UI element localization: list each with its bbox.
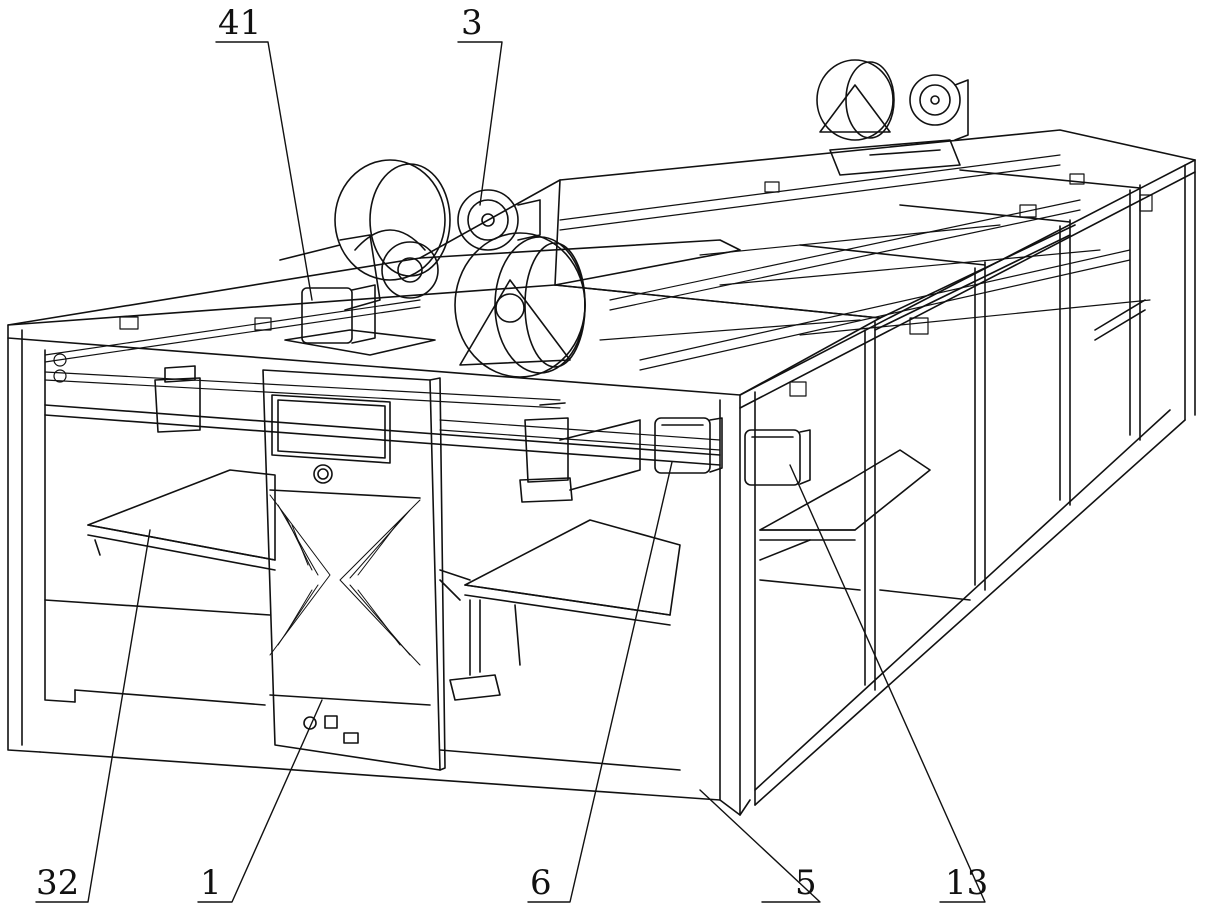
callout-32: 32 xyxy=(36,866,79,900)
callout-3: 3 xyxy=(461,6,483,40)
print-bed-left xyxy=(88,470,275,570)
callout-41: 41 xyxy=(218,6,261,40)
callout-6: 6 xyxy=(530,866,552,900)
filament-spool-far xyxy=(817,60,894,140)
filament-spool-rear xyxy=(335,160,450,298)
leader-lines xyxy=(36,42,985,902)
filament-spool-front xyxy=(455,233,585,377)
print-bed-right xyxy=(760,300,1145,560)
rail-carriages xyxy=(54,174,1152,396)
callout-13: 13 xyxy=(945,866,988,900)
callout-5: 5 xyxy=(795,866,817,900)
vent-slats xyxy=(270,495,420,665)
frame xyxy=(8,130,1195,815)
callout-1: 1 xyxy=(200,866,222,900)
print-heads xyxy=(155,366,640,502)
gear-assemblies xyxy=(458,75,968,250)
print-bed-center xyxy=(440,520,680,700)
control-box xyxy=(263,370,445,770)
